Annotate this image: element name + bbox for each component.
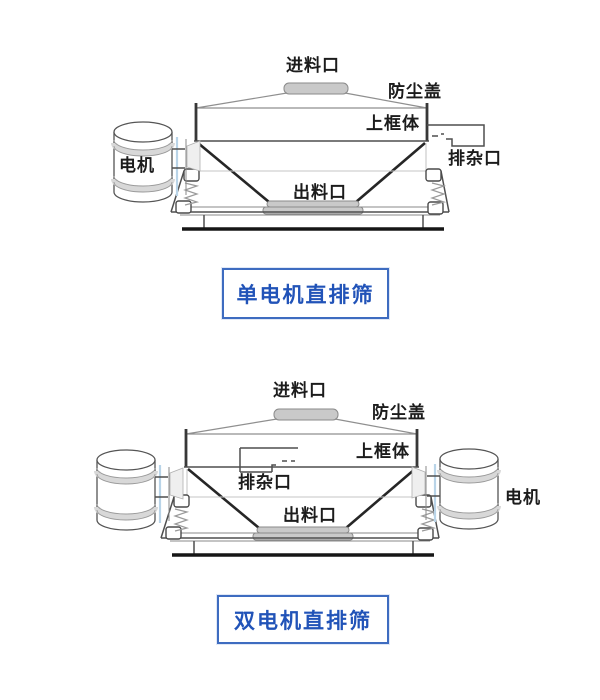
label-impurity-outlet: 排杂口 xyxy=(448,149,502,168)
label-feed-inlet: 进料口 xyxy=(273,381,327,400)
impurity-outlet-pipe xyxy=(427,124,485,147)
label-dust-cover: 防尘盖 xyxy=(388,82,442,101)
label-dust-cover: 防尘盖 xyxy=(372,403,426,422)
motor-bracket-right xyxy=(411,464,440,522)
sieve-body xyxy=(159,407,441,557)
label-discharge-outlet: 出料口 xyxy=(283,506,337,525)
label-impurity-outlet: 排杂口 xyxy=(238,473,292,492)
label-upper-frame: 上框体 xyxy=(356,442,410,461)
sieve-body xyxy=(169,81,451,231)
motor-bracket-left xyxy=(172,137,201,196)
double-motor-sieve-drawing xyxy=(97,407,498,557)
label-discharge-outlet: 出料口 xyxy=(293,183,347,202)
motor-bracket-left xyxy=(155,465,184,523)
caption-double-motor-sieve: 双电机直排筛 xyxy=(217,595,389,644)
label-upper-frame: 上框体 xyxy=(366,114,420,133)
caption-single-motor-sieve: 单电机直排筛 xyxy=(222,268,389,319)
motor-left xyxy=(97,450,155,530)
motor-right xyxy=(440,449,498,529)
label-feed-inlet: 进料口 xyxy=(286,56,340,75)
single-motor-sieve-drawing xyxy=(114,81,485,231)
label-motor: 电机 xyxy=(505,488,541,507)
label-motor: 电机 xyxy=(119,156,155,175)
impurity-outlet-duct xyxy=(239,447,298,473)
